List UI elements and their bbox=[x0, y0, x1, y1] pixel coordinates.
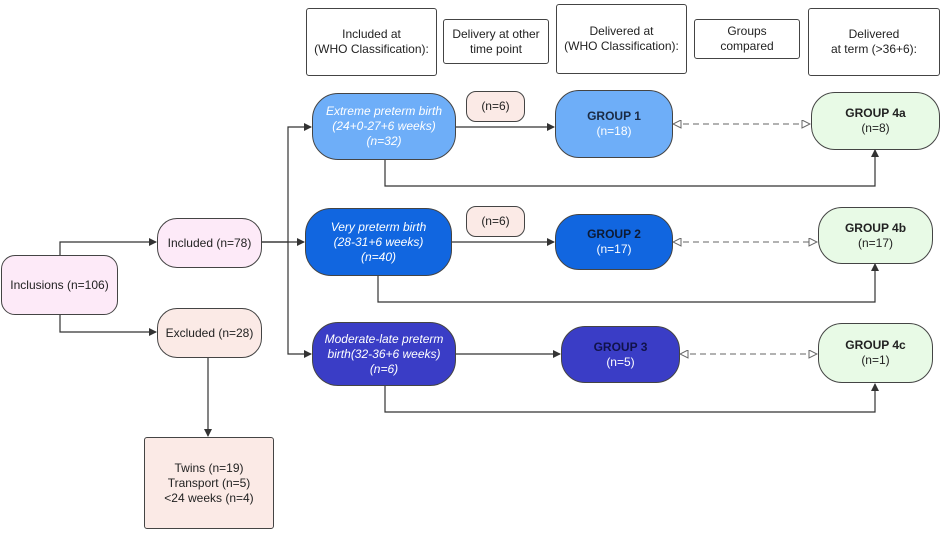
group-count: (n=17) bbox=[596, 242, 632, 256]
header-line: time point bbox=[469, 41, 523, 56]
category-very-preterm: Very preterm birth (28-31+6 weeks) (n=40… bbox=[305, 208, 452, 276]
header-line: (WHO Classification): bbox=[564, 39, 679, 53]
other-timepoint-very: (n=6) bbox=[466, 206, 525, 237]
header-delivered-term: Delivered at term (>36+6): bbox=[808, 8, 940, 76]
excluded-reasons-box: Twins (n=19) Transport (n=5) <24 weeks (… bbox=[144, 437, 274, 529]
group-title: GROUP 3 bbox=[593, 339, 648, 354]
edge-inclusions-excluded bbox=[59, 315, 157, 336]
group-title: GROUP 2 bbox=[587, 227, 641, 241]
category-line: Very preterm birth bbox=[330, 219, 427, 234]
edge-inclusions-included bbox=[59, 238, 157, 255]
reason-line: Twins (n=19) bbox=[174, 460, 244, 475]
group-4a-node: GROUP 4a (n=8) bbox=[811, 92, 940, 150]
included-node: Included (n=78) bbox=[157, 218, 262, 268]
group-count: (n=1) bbox=[861, 353, 890, 367]
group-3-node: GROUP 3 (n=5) bbox=[561, 326, 680, 383]
edge-included-extreme bbox=[262, 123, 312, 243]
category-extreme-preterm: Extreme preterm birth (24+0-27+6 weeks) … bbox=[312, 93, 456, 160]
edge-included-moderate bbox=[287, 242, 312, 358]
category-moderate-late-preterm: Moderate-late preterm birth(32-36+6 week… bbox=[312, 322, 456, 386]
header-included-at: Included at (WHO Classification): bbox=[306, 8, 437, 76]
group-title: GROUP 1 bbox=[587, 109, 641, 123]
group-2-node: GROUP 2 (n=17) bbox=[555, 214, 673, 270]
category-line: (28-31+6 weeks) bbox=[333, 234, 424, 249]
header-line: Delivery at other bbox=[452, 26, 540, 41]
header-line: Included at bbox=[342, 27, 401, 41]
group-count: (n=5) bbox=[606, 354, 635, 369]
group-4c-node: GROUP 4c (n=1) bbox=[818, 323, 933, 383]
other-timepoint-extreme: (n=6) bbox=[466, 91, 525, 122]
group-4b-node: GROUP 4b (n=17) bbox=[818, 207, 933, 264]
edge-very-group4b bbox=[377, 263, 879, 303]
header-line: compared bbox=[720, 39, 774, 53]
category-line: Extreme preterm birth bbox=[325, 104, 443, 118]
header-line: (WHO Classification): bbox=[314, 42, 429, 56]
header-groups-compared: Groups compared bbox=[694, 19, 800, 59]
excluded-label: Excluded (n=28) bbox=[165, 325, 254, 340]
inclusions-node: Inclusions (n=106) bbox=[1, 255, 118, 315]
other-timepoint-label: (n=6) bbox=[481, 99, 510, 113]
header-delivery-other: Delivery at other time point bbox=[443, 19, 549, 64]
header-line: at term (>36+6): bbox=[830, 42, 918, 56]
category-line: birth(32-36+6 weeks) bbox=[327, 346, 441, 361]
edge-moderate-group4c bbox=[384, 383, 879, 413]
reason-line: Transport (n=5) bbox=[167, 475, 251, 490]
excluded-node: Excluded (n=28) bbox=[157, 308, 262, 358]
inclusions-label: Inclusions (n=106) bbox=[10, 277, 109, 292]
group-count: (n=8) bbox=[861, 121, 890, 135]
header-line: Groups bbox=[727, 24, 767, 38]
edge-extreme-group4a bbox=[384, 149, 879, 187]
other-timepoint-label: (n=6) bbox=[481, 214, 510, 228]
category-line: (n=6) bbox=[369, 361, 399, 376]
group-1-node: GROUP 1 (n=18) bbox=[555, 90, 673, 158]
category-line: (n=32) bbox=[366, 134, 402, 148]
category-line: (24+0-27+6 weeks) bbox=[332, 119, 436, 133]
header-line: Delivered at bbox=[589, 24, 654, 38]
header-delivered-at: Delivered at (WHO Classification): bbox=[556, 4, 687, 74]
group-count: (n=17) bbox=[857, 235, 894, 250]
included-label: Included (n=78) bbox=[167, 235, 252, 250]
header-line: Delivered bbox=[848, 27, 900, 41]
group-title: GROUP 4b bbox=[844, 220, 907, 235]
category-line: Moderate-late preterm bbox=[324, 331, 444, 346]
group-title: GROUP 4c bbox=[845, 338, 906, 352]
group-title: GROUP 4a bbox=[845, 106, 906, 120]
category-line: (n=40) bbox=[360, 249, 397, 264]
group-count: (n=18) bbox=[596, 124, 632, 138]
reason-line: <24 weeks (n=4) bbox=[164, 490, 254, 505]
